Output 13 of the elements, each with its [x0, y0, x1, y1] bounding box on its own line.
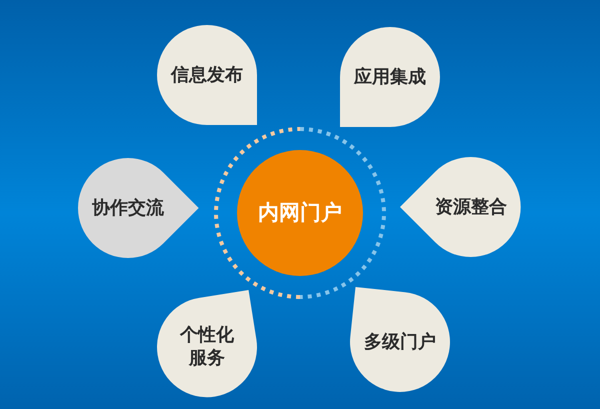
topic-label: 资源整合	[434, 195, 507, 219]
teardrop-bubble	[157, 25, 257, 125]
teardrop-bubble	[400, 157, 521, 257]
hub-label: 内网门户	[258, 199, 342, 226]
teardrop-bubble	[157, 290, 257, 397]
topic-label: 个性化服务	[178, 324, 235, 370]
topic-label: 多级门户	[364, 330, 436, 354]
teardrop-bubble	[350, 287, 450, 392]
topic-label: 信息发布	[171, 63, 243, 87]
topic-label: 应用集成	[354, 65, 426, 89]
topic-label: 协作交流	[92, 196, 164, 220]
teardrop-bubble	[340, 27, 440, 127]
teardrop-bubble	[78, 158, 199, 258]
